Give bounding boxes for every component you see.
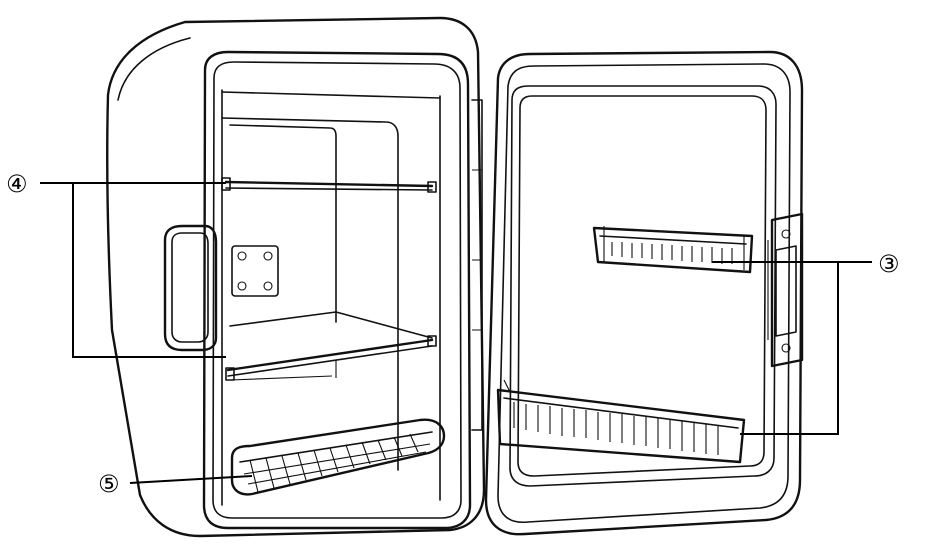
leader-lines — [40, 182, 872, 484]
fridge-door — [484, 50, 804, 536]
lower-shelf — [225, 311, 437, 381]
callout-door-racks: ③ — [878, 250, 900, 278]
door-latch — [767, 212, 804, 368]
drip-tray — [230, 418, 446, 496]
upper-shelf — [221, 177, 437, 193]
fridge-cabinet — [106, 16, 486, 538]
callout-drip-tray: ⑤ — [98, 470, 120, 498]
back-wall-plate — [231, 245, 279, 297]
callout-shelves: ④ — [6, 170, 28, 198]
upper-door-rack — [592, 226, 754, 274]
door-hinges — [471, 99, 483, 431]
side-handle — [163, 224, 218, 352]
lower-door-rack — [496, 379, 746, 464]
